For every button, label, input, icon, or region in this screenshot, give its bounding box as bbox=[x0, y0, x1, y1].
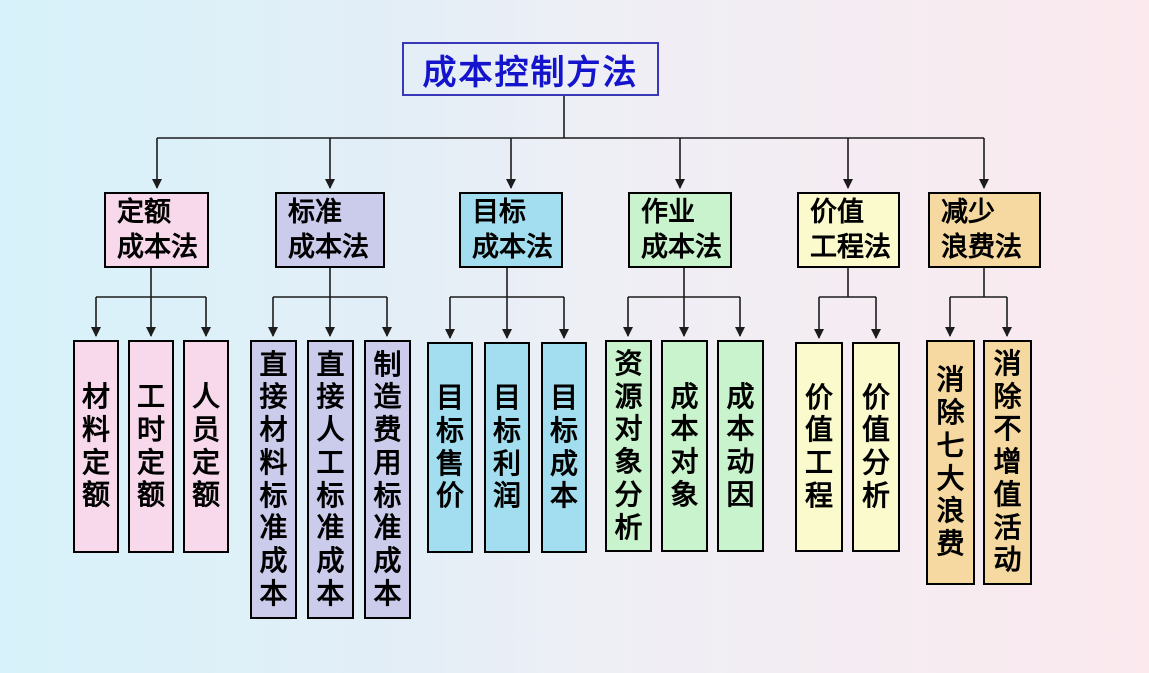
leaf-direct-material-standard-cost: 直接材料标准成本 bbox=[250, 340, 297, 619]
branch-standard-costing: 标准 成本法 bbox=[275, 192, 385, 268]
branch-activity-costing: 作业 成本法 bbox=[628, 192, 732, 268]
leaf-eliminate-seven-wastes: 消除七大浪费 bbox=[926, 340, 975, 585]
branch-target-costing: 目标 成本法 bbox=[459, 192, 563, 268]
leaf-target-cost: 目标成本 bbox=[541, 342, 587, 553]
leaf-overhead-standard-cost: 制造费用标准成本 bbox=[364, 340, 411, 619]
branch-quota-costing: 定额 成本法 bbox=[104, 192, 209, 268]
leaf-eliminate-non-value-activities: 消除不增值活动 bbox=[983, 340, 1032, 585]
root-node-title: 成本控制方法 bbox=[402, 42, 659, 96]
leaf-cost-driver: 成本动因 bbox=[717, 340, 764, 552]
leaf-direct-labor-standard-cost: 直接人工标准成本 bbox=[307, 340, 354, 619]
leaf-material-quota: 材料定额 bbox=[73, 340, 119, 553]
leaf-value-engineering: 价值工程 bbox=[795, 342, 843, 552]
leaf-personnel-quota: 人员定额 bbox=[183, 340, 229, 553]
leaf-resource-object-analysis: 资源对象分析 bbox=[605, 340, 652, 552]
leaf-value-analysis: 价值分析 bbox=[852, 342, 900, 552]
leaf-cost-object: 成本对象 bbox=[661, 340, 708, 552]
leaf-target-profit: 目标利润 bbox=[484, 342, 530, 553]
branch-waste-reduction: 减少 浪费法 bbox=[928, 192, 1041, 268]
leaf-labor-hour-quota: 工时定额 bbox=[128, 340, 174, 553]
leaf-target-price: 目标售价 bbox=[427, 342, 473, 553]
branch-value-engineering: 价值 工程法 bbox=[797, 192, 900, 268]
